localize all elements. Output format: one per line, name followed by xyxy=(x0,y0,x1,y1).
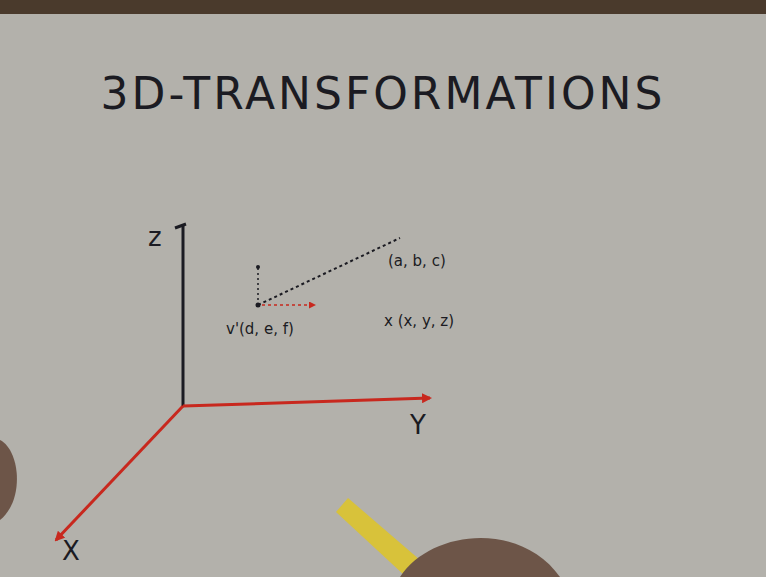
paper-edge xyxy=(0,0,766,14)
hand xyxy=(0,440,17,520)
y-axis xyxy=(183,398,430,406)
axis-label: z xyxy=(148,222,162,252)
point-label: (a, b, c) xyxy=(388,252,446,270)
axis-label: Y xyxy=(410,410,426,440)
point-dot xyxy=(256,303,261,308)
axis-label: X xyxy=(62,536,80,566)
point-label: v'(d, e, f) xyxy=(226,320,294,338)
paper xyxy=(0,14,766,577)
hand xyxy=(400,538,560,577)
pen xyxy=(336,498,420,575)
point-label: x (x, y, z) xyxy=(384,312,454,330)
x-axis xyxy=(56,406,183,540)
dashed-vector xyxy=(258,238,400,305)
dotted-arrow xyxy=(262,304,315,306)
dotted-line xyxy=(257,268,259,300)
point-dot xyxy=(256,265,260,269)
z-axis xyxy=(182,226,185,406)
title: 3D-TRANSFORMATIONS xyxy=(0,68,766,119)
z-axis-tip xyxy=(175,224,186,228)
